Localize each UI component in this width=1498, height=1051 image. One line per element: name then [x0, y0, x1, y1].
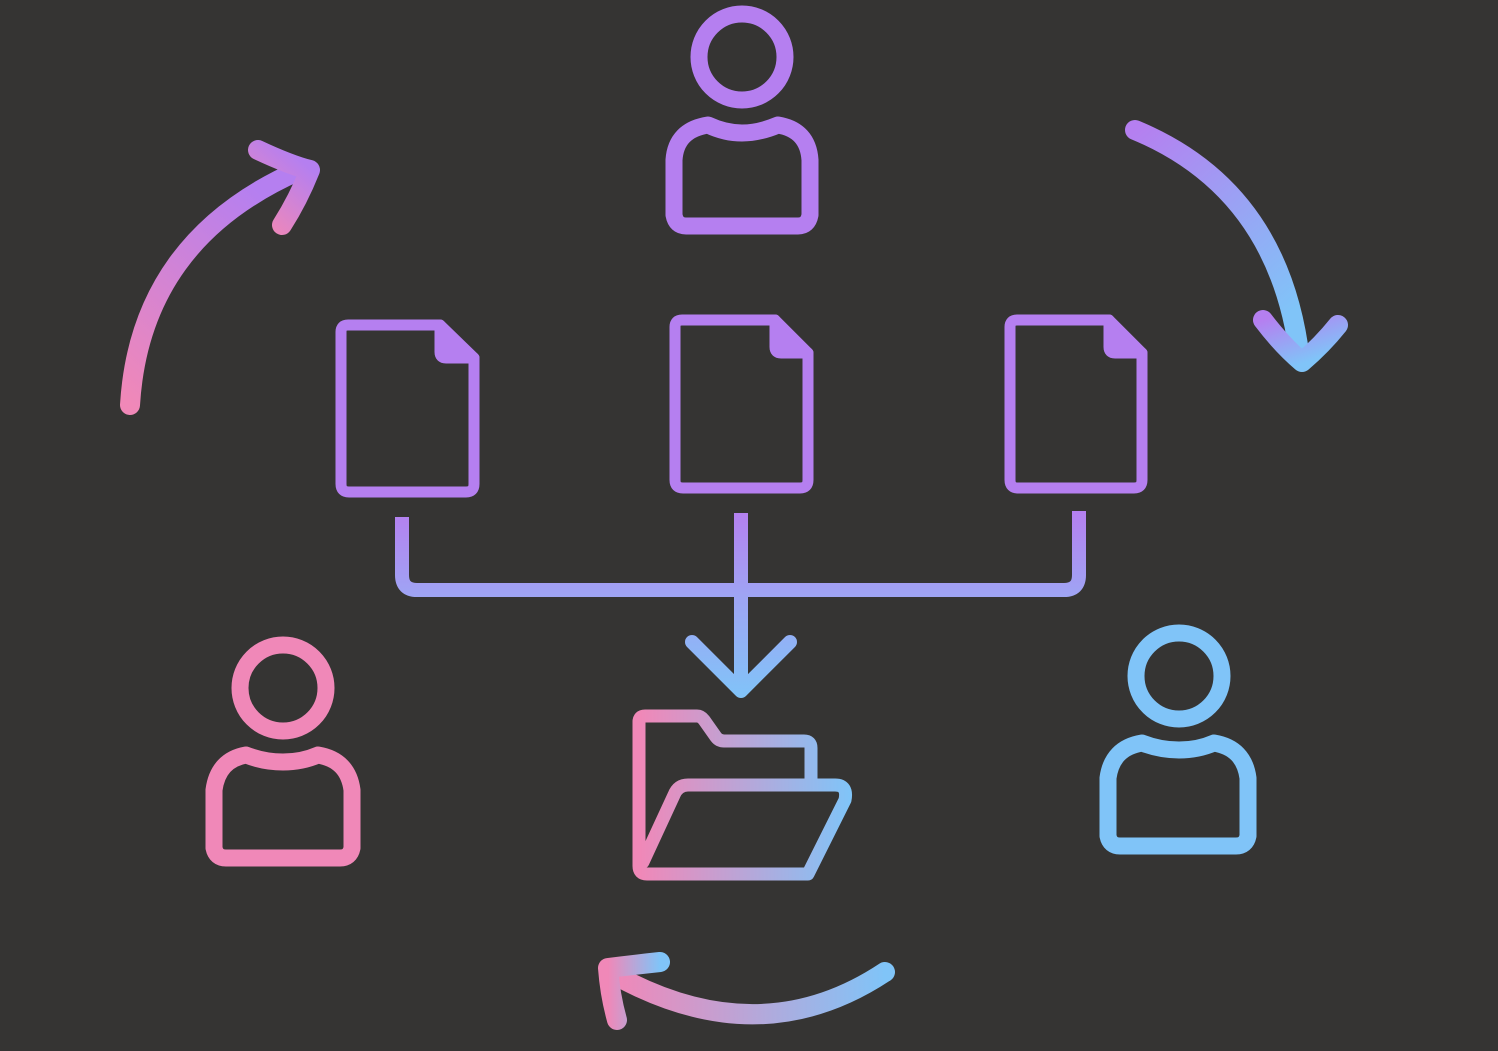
document-icon-left	[335, 319, 480, 498]
folder-icon	[632, 709, 852, 881]
curved-arrow-icon-right	[1125, 120, 1348, 372]
document-icon-middle	[669, 314, 814, 494]
curved-arrow-icon-bottom	[598, 952, 895, 1030]
user-icon-bottom-left	[205, 636, 361, 867]
merge-arrow-icon	[395, 511, 1086, 698]
user-icon-bottom-right	[1099, 624, 1257, 855]
user-icon-top	[665, 5, 819, 235]
document-icon-right	[1004, 314, 1148, 494]
curved-arrow-icon-left	[120, 140, 320, 415]
